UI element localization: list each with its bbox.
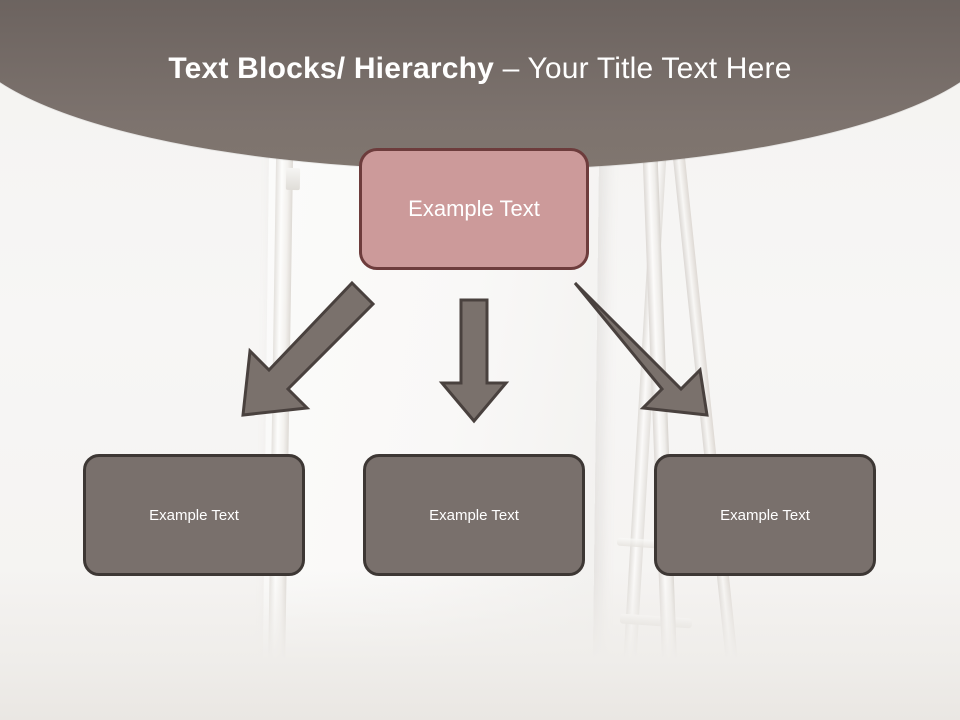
hierarchy-child-node-1[interactable]: Example Text	[83, 454, 305, 576]
page-title: Text Blocks/ Hierarchy – Your Title Text…	[0, 52, 960, 86]
page-title-separator: –	[494, 52, 528, 85]
page-title-light: Your Title Text Here	[527, 52, 792, 85]
floor-gradient	[0, 570, 960, 720]
hierarchy-child-node-2-label: Example Text	[429, 506, 519, 524]
arrow-down-right-icon	[573, 281, 709, 417]
hierarchy-top-node[interactable]: Example Text	[359, 148, 589, 270]
hierarchy-child-node-2[interactable]: Example Text	[363, 454, 585, 576]
hierarchy-top-node-label: Example Text	[408, 196, 540, 221]
hierarchy-child-node-1-label: Example Text	[149, 506, 239, 524]
arrow-down-icon	[438, 298, 510, 424]
hierarchy-child-node-3-label: Example Text	[720, 506, 810, 524]
page-title-bold: Text Blocks/ Hierarchy	[168, 52, 495, 85]
arrow-down-left-icon	[241, 280, 376, 417]
hierarchy-child-node-3[interactable]: Example Text	[654, 454, 876, 576]
